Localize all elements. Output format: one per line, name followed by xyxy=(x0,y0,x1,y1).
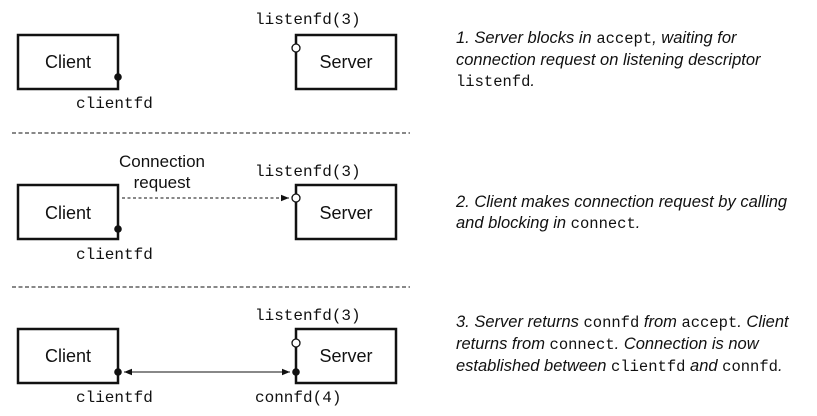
clientfd-socket xyxy=(114,73,122,81)
clientfd-socket xyxy=(114,368,122,376)
clientfd-label: clientfd xyxy=(76,95,153,113)
listenfd-socket xyxy=(291,193,301,203)
step-1-diagram: Client clientfd Server listenfd(3) xyxy=(16,11,398,113)
caption-text: . xyxy=(530,72,536,90)
client-box xyxy=(16,327,120,385)
clientfd-socket xyxy=(114,225,122,233)
connfd-label: connfd(4) xyxy=(255,389,341,407)
connection-request-label-line1: Connection xyxy=(119,152,205,171)
listenfd-label: listenfd(3) xyxy=(255,11,361,29)
client-box xyxy=(16,33,120,91)
listenfd-label: listenfd(3) xyxy=(255,163,361,181)
step-3-diagram: Client clientfd Server listenfd(3) connf… xyxy=(16,307,398,407)
caption-text: . xyxy=(777,357,783,375)
code-term: connect xyxy=(549,336,615,354)
code-term: connfd xyxy=(583,314,640,332)
caption-text: 1. Server blocks in xyxy=(456,29,597,47)
code-term: listenfd xyxy=(456,73,531,91)
client-box xyxy=(16,183,120,241)
caption-text: from xyxy=(639,313,682,331)
listenfd-socket xyxy=(291,43,301,53)
code-term: accept xyxy=(596,30,653,48)
server-label: Server xyxy=(319,346,372,366)
caption-text: , waiting for connection request on list… xyxy=(456,29,761,69)
server-box xyxy=(294,183,398,241)
server-box xyxy=(294,327,398,385)
caption-text: . Connection is now established between xyxy=(456,335,759,375)
listenfd-label: listenfd(3) xyxy=(255,307,361,325)
listenfd-socket xyxy=(291,338,301,348)
code-term: connect xyxy=(570,215,636,233)
clientfd-label: clientfd xyxy=(76,389,153,407)
clientfd-label: clientfd xyxy=(76,246,153,264)
caption-text: 2. Client makes connection request by ca… xyxy=(456,193,788,232)
server-label: Server xyxy=(319,52,372,72)
step-3-caption: 3. Server returns connfd from accept. Cl… xyxy=(456,312,811,378)
client-label: Client xyxy=(45,203,91,223)
connfd-socket xyxy=(292,368,300,376)
server-label: Server xyxy=(319,203,372,223)
code-term: clientfd xyxy=(611,358,686,376)
step-1-caption: 1. Server blocks in accept, waiting for … xyxy=(456,28,811,93)
server-box xyxy=(294,33,398,91)
caption-text: 3. Server returns xyxy=(456,313,584,331)
code-term: connfd xyxy=(722,358,778,376)
connection-request-label-line2: request xyxy=(134,173,191,192)
caption-text: . xyxy=(635,214,641,232)
step-2-diagram: Client clientfd Connection request Serve… xyxy=(16,152,398,264)
code-term: accept xyxy=(681,314,738,332)
client-label: Client xyxy=(45,52,91,72)
caption-text: . Client returns from xyxy=(456,313,789,353)
step-2-caption: 2. Client makes connection request by ca… xyxy=(456,192,811,235)
caption-text: and xyxy=(685,357,723,375)
client-label: Client xyxy=(45,346,91,366)
